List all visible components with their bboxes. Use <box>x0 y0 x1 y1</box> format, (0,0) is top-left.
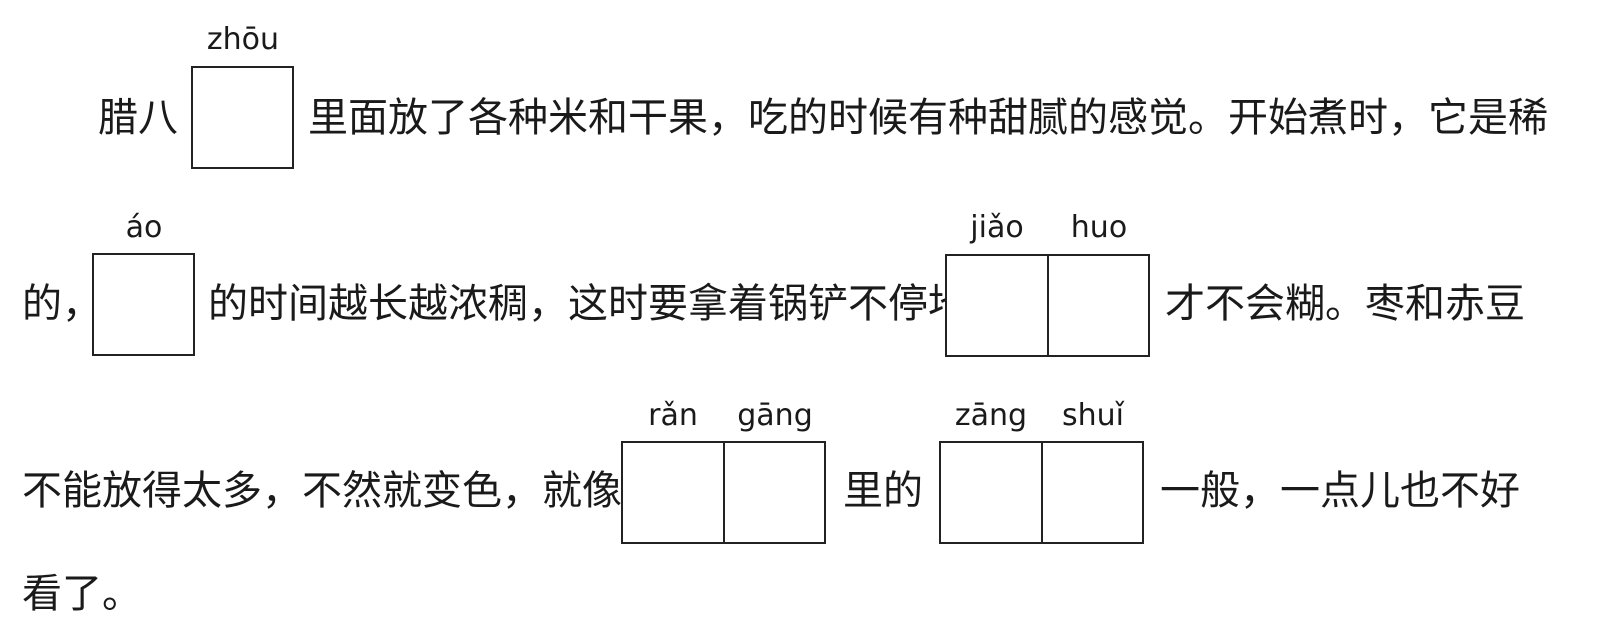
text-line3-suffix: 一般，一点儿也不好 <box>1160 468 1520 514</box>
box-divider <box>1041 443 1043 542</box>
answer-box-ao[interactable] <box>92 253 195 356</box>
pinyin-ran: rǎn <box>648 398 698 433</box>
text-line3-middle: 里的 <box>843 468 923 514</box>
box-divider <box>723 443 725 542</box>
text-line1-prefix: 腊八 <box>98 95 178 141</box>
box-divider <box>1047 256 1049 355</box>
pinyin-jiao: jiǎo <box>970 210 1024 245</box>
pinyin-ao: áo <box>125 210 163 245</box>
text-line2-prefix: 的， <box>22 281 102 327</box>
pinyin-zhou: zhōu <box>206 22 280 57</box>
answer-box-zhou[interactable] <box>191 66 294 169</box>
answer-box-rangang[interactable] <box>621 441 826 544</box>
pinyin-huo: huo <box>1070 210 1128 245</box>
pinyin-gang: gāng <box>737 398 813 433</box>
pinyin-shui: shuǐ <box>1062 398 1124 433</box>
text-line3-prefix: 不能放得太多，不然就变色，就像 <box>22 468 622 514</box>
pinyin-zang: zāng <box>954 398 1028 433</box>
answer-box-jiaohuo[interactable] <box>945 254 1150 357</box>
text-line1-suffix: 里面放了各种米和干果，吃的时候有种甜腻的感觉。开始煮时，它是稀 <box>308 95 1548 141</box>
answer-box-zangshui[interactable] <box>939 441 1144 544</box>
text-line2-middle: 的时间越长越浓稠，这时要拿着锅铲不停地 <box>208 281 968 327</box>
text-line2-suffix: 才不会糊。枣和赤豆 <box>1165 281 1525 327</box>
text-line4: 看了。 <box>22 571 142 617</box>
